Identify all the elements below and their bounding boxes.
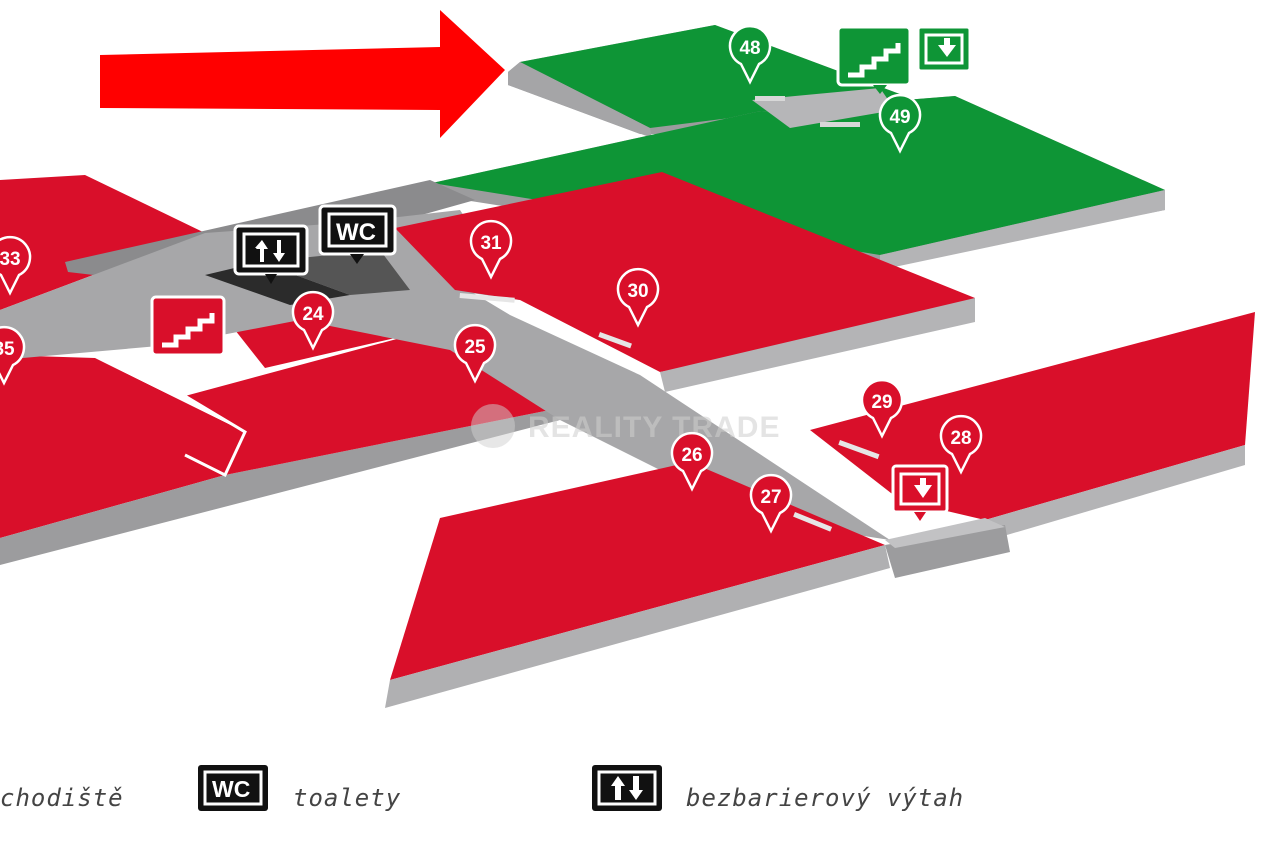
exit-down-icon xyxy=(891,464,949,521)
legend-item-wc: WC toalety xyxy=(198,765,401,812)
legend-label: toalety xyxy=(293,784,401,812)
unit-pin-label: 31 xyxy=(480,233,502,254)
stairs-icon xyxy=(150,295,226,357)
unit-pin-48[interactable]: 48 xyxy=(728,24,772,85)
stairs-icon xyxy=(836,25,912,94)
unit-pin-label: 28 xyxy=(950,428,971,449)
unit-pin-label: 30 xyxy=(627,281,648,302)
unit-pin-25[interactable]: 25 xyxy=(453,323,497,384)
unit-pin-35[interactable]: 35 xyxy=(0,325,26,386)
middle-red-block xyxy=(395,172,975,392)
wc-label: WC xyxy=(336,219,376,246)
unit-pins: 48 49 33 35 31 30 24 25 xyxy=(0,24,983,534)
legend: chodiště WC toalety bezbarierový výtah xyxy=(0,765,964,812)
highlight-arrow xyxy=(100,10,505,138)
legend-item-elevator: bezbarierový výtah xyxy=(592,765,964,812)
unit-pin-label: 24 xyxy=(302,304,324,325)
unit-pin-31[interactable]: 31 xyxy=(469,219,513,280)
bottom-red-block xyxy=(385,462,1010,708)
exit-down-icon xyxy=(916,25,972,73)
wc-label: WC xyxy=(212,776,250,802)
legend-label: bezbarierový výtah xyxy=(686,784,964,812)
unit-pin-label: 35 xyxy=(0,339,15,360)
watermark-text: REALITY TRADE xyxy=(528,411,780,444)
unit-pin-label: 29 xyxy=(871,392,892,413)
stair-landing xyxy=(752,88,895,128)
elevator-icon xyxy=(233,224,309,284)
unit-pin-label: 25 xyxy=(464,337,486,358)
legend-label: chodiště xyxy=(0,784,124,812)
unit-pin-label: 26 xyxy=(681,445,702,466)
unit-pin-27[interactable]: 27 xyxy=(749,473,793,534)
unit-pin-28[interactable]: 28 xyxy=(939,414,983,475)
unit-pin-label: 48 xyxy=(739,38,760,59)
unit-pin-24[interactable]: 24 xyxy=(291,290,335,351)
wc-icon: WC xyxy=(198,765,268,811)
unit-pin-30[interactable]: 30 xyxy=(616,267,660,328)
unit-pin-49[interactable]: 49 xyxy=(878,93,922,154)
wc-icon: WC xyxy=(318,204,397,264)
unit-pin-26[interactable]: 26 xyxy=(670,431,714,492)
legend-item-stairs: chodiště xyxy=(0,784,124,812)
unit-pin-29[interactable]: 29 xyxy=(860,378,904,439)
unit-pin-label: 33 xyxy=(0,249,21,270)
elevator-icon xyxy=(592,765,662,811)
unit-pin-label: 27 xyxy=(760,487,781,508)
watermark: REALITY TRADE xyxy=(471,404,780,448)
unit-pin-label: 49 xyxy=(889,107,910,128)
unit-pin-33[interactable]: 33 xyxy=(0,235,32,296)
